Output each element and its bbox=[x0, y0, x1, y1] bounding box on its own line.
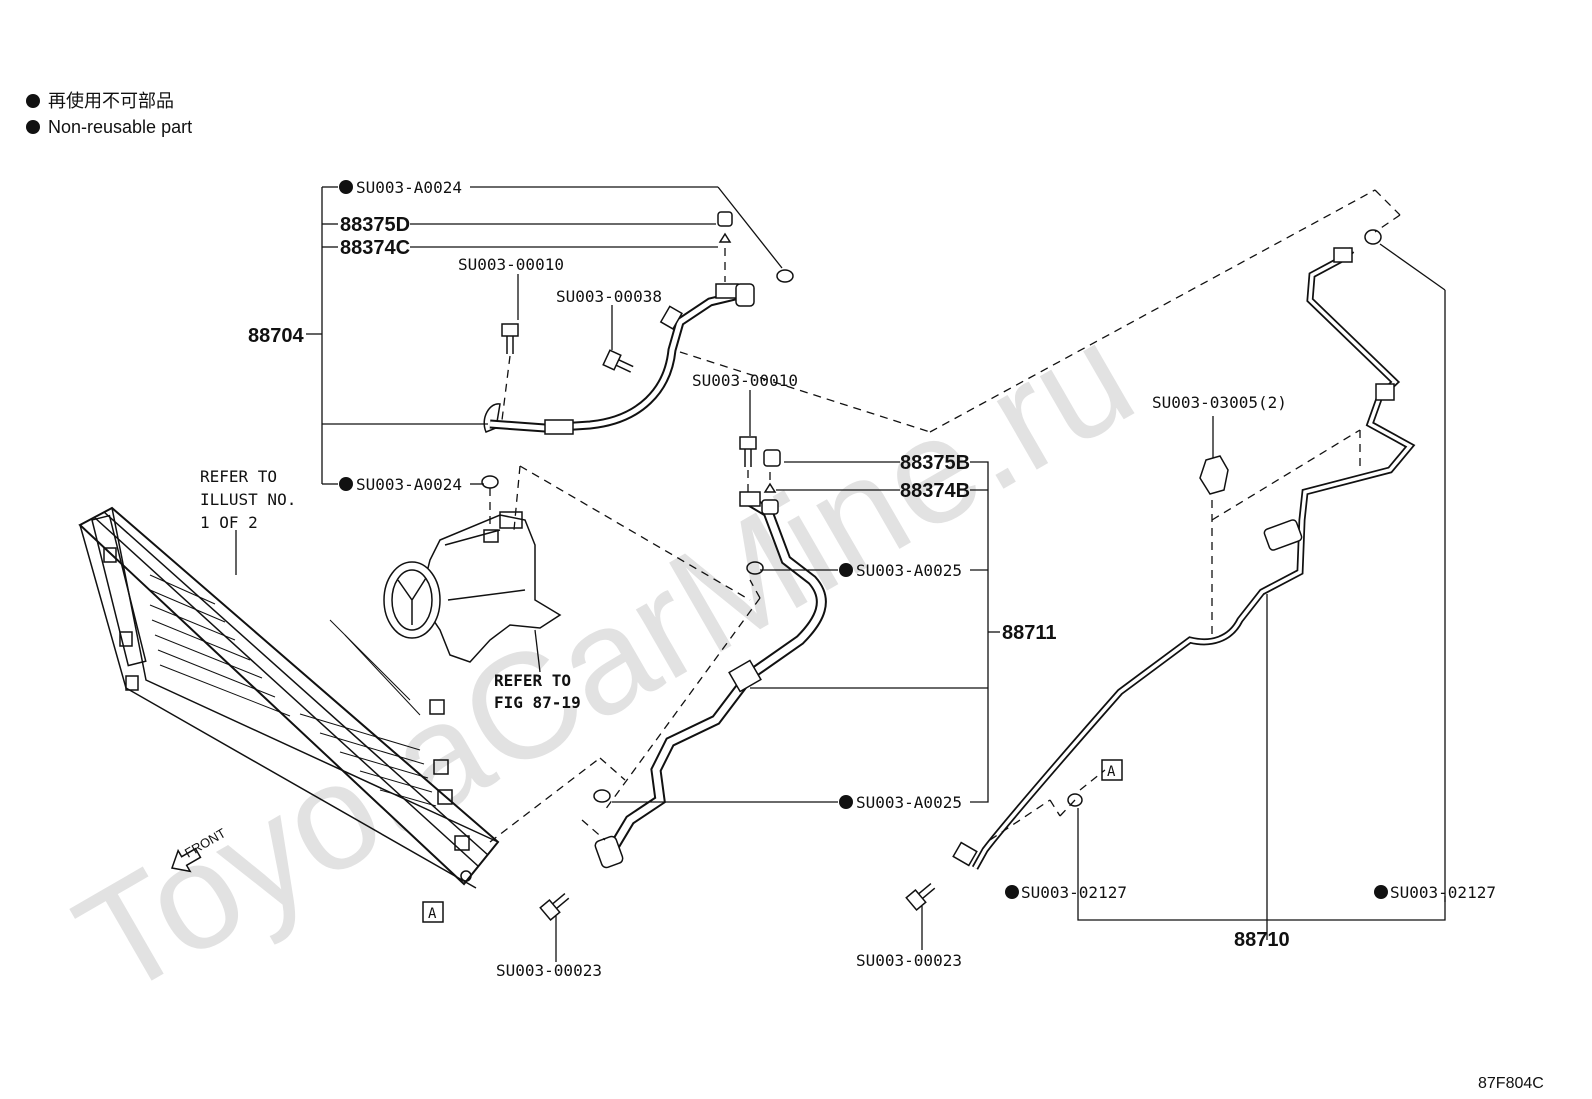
compressor bbox=[383, 511, 562, 663]
label-su003-00010-left: SU003-00010 bbox=[458, 255, 564, 274]
ref-box-a-right-text: A bbox=[1107, 764, 1116, 780]
label-su003-a0024-top: SU003-A0024 bbox=[356, 178, 462, 197]
ref-box-a-left-text: A bbox=[428, 906, 437, 922]
label-88374b: 88374B bbox=[900, 480, 970, 502]
bolts bbox=[501, 323, 936, 922]
front-arrow-icon bbox=[171, 847, 202, 873]
condenser bbox=[78, 506, 500, 889]
legend-row-jp: 再使用不可部品 bbox=[26, 88, 192, 114]
non-reusable-dot-icon bbox=[26, 94, 40, 108]
legend-row-en: Non-reusable part bbox=[26, 114, 192, 140]
hose-88711 bbox=[593, 449, 827, 869]
refer-fig-line1: REFER TO bbox=[494, 671, 571, 690]
ref-box-a-right bbox=[1101, 759, 1123, 781]
legend: 再使用不可部品 Non-reusable part bbox=[26, 88, 192, 140]
assembly-lines bbox=[489, 189, 1401, 843]
label-su003-00010-right: SU003-00010 bbox=[692, 371, 798, 390]
label-su003-00023-left: SU003-00023 bbox=[496, 961, 602, 980]
label-88375d: 88375D bbox=[340, 214, 410, 236]
label-su003-02127-right: SU003-02127 bbox=[1390, 883, 1496, 902]
refer-illust-line2: ILLUST NO. bbox=[200, 490, 296, 509]
label-su003-a0024-bottom: SU003-A0024 bbox=[356, 475, 462, 494]
tube-88710 bbox=[952, 229, 1416, 870]
label-su003-00038: SU003-00038 bbox=[556, 287, 662, 306]
label-su003-a0025-bottom: SU003-A0025 bbox=[856, 793, 962, 812]
label-su003-00023-right: SU003-00023 bbox=[856, 951, 962, 970]
ref-box-a-left bbox=[422, 901, 444, 923]
refer-fig-line2: FIG 87-19 bbox=[494, 693, 581, 712]
label-88374c: 88374C bbox=[340, 237, 410, 259]
legend-text-jp: 再使用不可部品 bbox=[48, 91, 174, 111]
figure-id: 87F804C bbox=[1478, 1075, 1544, 1092]
hose-88704 bbox=[481, 211, 794, 489]
leader-lines bbox=[235, 186, 1446, 962]
non-reusable-markers bbox=[339, 180, 1388, 899]
label-su003-02127-left: SU003-02127 bbox=[1021, 883, 1127, 902]
non-reusable-dot-icon bbox=[26, 120, 40, 134]
label-88375b: 88375B bbox=[900, 452, 970, 474]
legend-text-en: Non-reusable part bbox=[48, 117, 193, 137]
label-su003-a0025-top: SU003-A0025 bbox=[856, 561, 962, 580]
label-88710: 88710 bbox=[1234, 929, 1290, 951]
label-su003-03005: SU003-03005(2) bbox=[1152, 393, 1287, 412]
label-88711: 88711 bbox=[1002, 622, 1057, 644]
watermark: ToyotaCarMine.ru bbox=[50, 290, 1159, 1027]
refer-illust-line1: REFER TO bbox=[200, 467, 277, 486]
label-88704: 88704 bbox=[248, 325, 304, 347]
refer-illust-line3: 1 OF 2 bbox=[200, 513, 258, 532]
